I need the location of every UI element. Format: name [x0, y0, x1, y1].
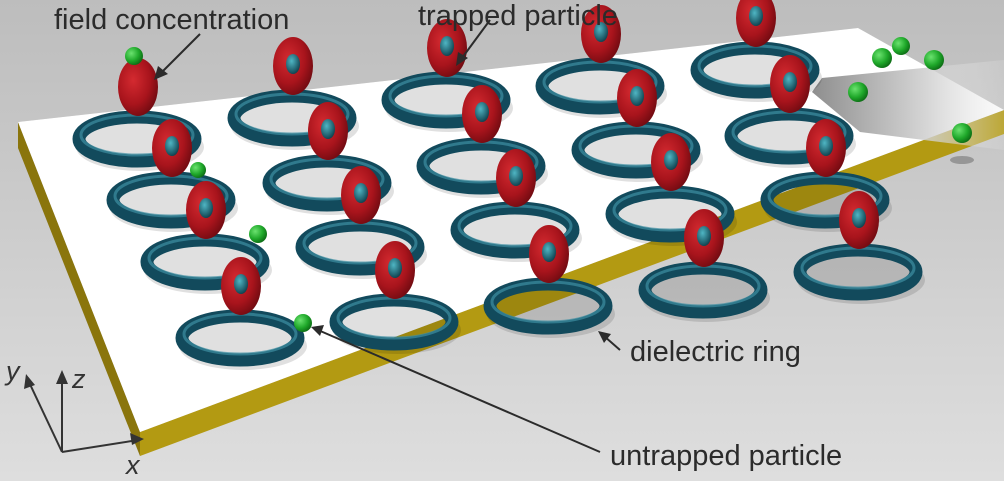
- untrapped-particle: [294, 314, 312, 332]
- axis-label-y: y: [6, 356, 20, 386]
- axis-triad: [27, 376, 139, 453]
- field-hotspot: [118, 58, 158, 116]
- ring-unit: [329, 241, 461, 354]
- ring-unit: [638, 209, 770, 322]
- arrow-trapped-particle: [461, 19, 491, 59]
- dielectric-ring: [140, 233, 270, 291]
- trapped-particle: [819, 136, 833, 156]
- trapped-particle: [630, 86, 644, 106]
- label-dielectric-ring: dielectric ring: [630, 336, 801, 368]
- dielectric-ring: [638, 261, 768, 319]
- untrapped-particle: [190, 162, 206, 178]
- untrapped-particle: [924, 50, 944, 70]
- dielectric-ring: [227, 89, 357, 147]
- dielectric-ring: [483, 277, 613, 335]
- axis-label-x: x: [126, 450, 140, 480]
- axis-label-z: z: [72, 364, 86, 394]
- trapped-particle: [388, 258, 402, 278]
- particle-shadow: [950, 156, 974, 164]
- trapped-particle: [321, 119, 335, 139]
- axis-y-head: [24, 374, 35, 389]
- label-field-concentration: field concentration: [54, 4, 290, 36]
- trapped-particle: [852, 208, 866, 228]
- label-trapped-particle: trapped particle: [418, 0, 618, 32]
- dielectric-ring: [450, 201, 580, 259]
- dielectric-ring: [724, 107, 854, 165]
- ring-unit: [483, 225, 615, 338]
- untrapped-particle: [892, 37, 910, 55]
- untrapped-particle: [125, 47, 143, 65]
- dielectric-ring: [793, 243, 923, 301]
- axis-z-head: [56, 370, 68, 384]
- trapped-particle: [509, 166, 523, 186]
- trapped-particle: [783, 72, 797, 92]
- trapped-particle: [697, 226, 711, 246]
- dielectric-ring: [571, 121, 701, 179]
- trapped-particle: [165, 136, 179, 156]
- axis-y-line: [27, 379, 63, 453]
- trapped-particle: [286, 54, 300, 74]
- trapped-particle: [542, 242, 556, 262]
- trapped-particle: [354, 183, 368, 203]
- dielectric-ring: [760, 171, 890, 229]
- untrapped-particle: [952, 123, 972, 143]
- trapped-particle: [664, 150, 678, 170]
- substrate-left-edge: [18, 122, 140, 456]
- ring-unit: [175, 257, 307, 370]
- arrow-untrapped-particle: [317, 329, 601, 453]
- trapped-particle: [594, 22, 608, 42]
- ring-array: [72, 0, 925, 370]
- untrapped-particle: [872, 48, 892, 68]
- dielectric-ring: [416, 137, 546, 195]
- label-untrapped-particle: untrapped particle: [610, 440, 843, 472]
- ring-unit: [793, 191, 925, 304]
- dielectric-ring: [329, 293, 459, 351]
- arrow-field-concentration: [159, 33, 201, 75]
- axis-heads: [24, 370, 144, 445]
- substrate-top: [18, 28, 1004, 432]
- axis-x-head: [130, 433, 144, 445]
- arrowhead-untrapped: [311, 325, 324, 336]
- untrapped-particle: [249, 225, 267, 243]
- trapped-particle: [440, 36, 454, 56]
- arrow-heads: [154, 52, 611, 343]
- trapped-particle: [475, 102, 489, 122]
- dielectric-ring: [605, 185, 735, 243]
- arrowhead-field: [154, 66, 168, 80]
- dielectric-ring: [690, 41, 820, 99]
- arrowhead-trapped: [456, 52, 468, 66]
- dielectric-ring: [175, 309, 305, 367]
- dielectric-ring: [535, 57, 665, 115]
- arrowhead-ring: [598, 331, 611, 343]
- axis-x-line: [61, 439, 139, 453]
- trapped-particle: [749, 6, 763, 26]
- untrapped-particle: [848, 82, 868, 102]
- trapped-particle: [234, 274, 248, 294]
- dielectric-ring: [106, 171, 236, 229]
- untrapped-particles: [125, 37, 974, 332]
- trapped-particle: [199, 198, 213, 218]
- dielectric-ring: [72, 110, 202, 168]
- dielectric-ring: [381, 71, 511, 129]
- dielectric-ring: [295, 218, 425, 276]
- dielectric-ring: [262, 154, 392, 212]
